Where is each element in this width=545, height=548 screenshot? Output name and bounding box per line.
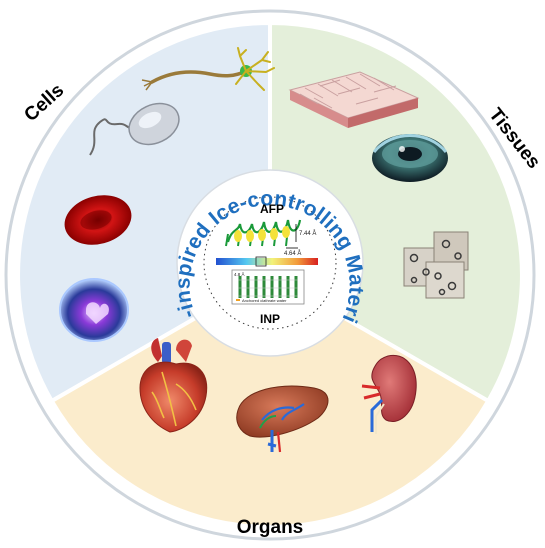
afp-spacing-vertical: 7.44 Å [299,230,316,237]
inp-note: Anchored clathrate water [242,298,287,303]
red-blood-cell-icon [64,195,132,245]
cornea-icon [372,134,448,182]
cartilage-tissue-icon [403,231,469,299]
kidney-icon [361,354,417,434]
afp-label: AFP [260,202,284,216]
organs-label: Organs [237,517,304,538]
afp-spacing-horizontal: 4.64 Å [284,250,301,257]
inp-label: INP [260,312,280,326]
epithelial-tissue-icon [288,71,420,128]
inp-structure-image [231,269,305,305]
stem-cell-icon [59,278,129,342]
gradient-scale-bar [216,258,318,265]
liver-icon [236,385,329,453]
neuron-icon [141,47,275,91]
heart-icon [139,338,208,433]
scale-marker [255,256,267,267]
center-dotted-ring [203,196,337,330]
afp-structure-image [225,219,302,249]
sperm-cell-icon [89,102,180,156]
inp-spacing: 4.8 Å [234,271,245,277]
